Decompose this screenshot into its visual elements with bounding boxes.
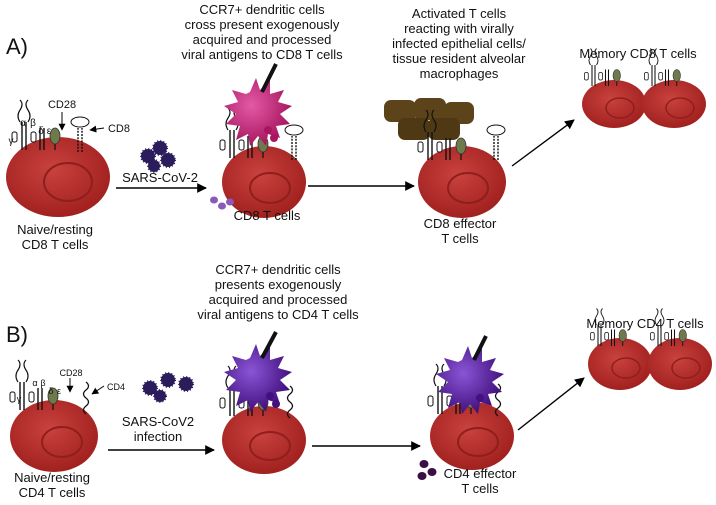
arrow-effector-to-memory-cd4 [517, 377, 585, 431]
panel-b-dc-caption: CCR7+ dendritic cells presents exogenous… [197, 262, 359, 322]
cd8-effector-t-cell [417, 109, 506, 218]
sars-cov-2-virions-a [140, 140, 176, 173]
panel-a-cd28-label: CD28 [47, 99, 77, 111]
panel-a-dc-caption: CCR7+ dendritic cells cross present exog… [181, 2, 343, 62]
panel-b-beta-label: β [40, 378, 46, 388]
panel-a-naive-caption: Naive/resting CD8 T cells [17, 222, 93, 252]
panel-a-cd8-label: CD8 [107, 123, 130, 135]
panel-a-virus-label: SARS-CoV-2 [122, 170, 198, 185]
panel-a-effector-caption: Activated T cells reacting with virally … [392, 6, 526, 81]
panel-b-gamma-label: γ [16, 394, 22, 404]
panel-a-beta-label: β [30, 118, 36, 129]
panel-b-naive-caption: Naive/resting CD4 T cells [14, 470, 90, 500]
cd4-effector-dendritic-cell [436, 335, 504, 414]
cd4-effector-t-cell [427, 363, 514, 470]
panel-b-epsilon-label: ε [56, 386, 61, 396]
cd4-dendritic-cell [224, 331, 292, 412]
antigen-particles-a [210, 196, 234, 210]
cd8-pointer-arrow [89, 125, 105, 133]
arrow-effector-to-memory-cd8 [511, 119, 575, 167]
antigen-particles-b [417, 460, 437, 480]
cd8-dendritic-cell [224, 63, 292, 146]
panel-b-alpha-label: α [32, 378, 38, 388]
panel-a-delta-label: δ [38, 126, 44, 137]
alveolar-macrophages [384, 98, 474, 140]
panel-b-virus-label: SARS-CoV2 infection [121, 414, 195, 444]
panel-a-gamma-label: γ [8, 136, 14, 147]
panel-a-tcell-caption: CD8 T cells [233, 208, 301, 223]
panel-a-label: A) [6, 34, 28, 59]
panel-b-cd4-label: CD4 [106, 382, 125, 392]
panel-a-effector-cell-caption: CD8 effector T cells [423, 216, 497, 246]
panel-a-memory-caption: Memory CD8 T cells [579, 46, 697, 61]
panel-b-delta-label: δ [48, 386, 54, 396]
naive-cd8-t-cell [6, 99, 110, 217]
panel-b-effector-cell-caption: CD4 effector T cells [443, 466, 517, 496]
panel-b-cd28-label: CD28 [59, 368, 83, 378]
panel-b-memory-caption: Memory CD4 T cells [586, 316, 704, 331]
cd8-t-cell-with-dendritic-cell [219, 107, 306, 218]
sars-cov-2-virions-b [142, 372, 194, 403]
panel-b-label: B) [6, 322, 28, 347]
panel-a-alpha-label: α [20, 118, 26, 129]
memory-cd8-t-cells [582, 47, 706, 128]
cd4-t-cell-with-dendritic-cell [219, 365, 306, 474]
memory-cd4-t-cells [588, 307, 712, 390]
panel-a-epsilon-label: ε [46, 126, 52, 137]
naive-cd4-t-cell [9, 359, 105, 472]
cd4-pointer-arrow [91, 385, 105, 395]
